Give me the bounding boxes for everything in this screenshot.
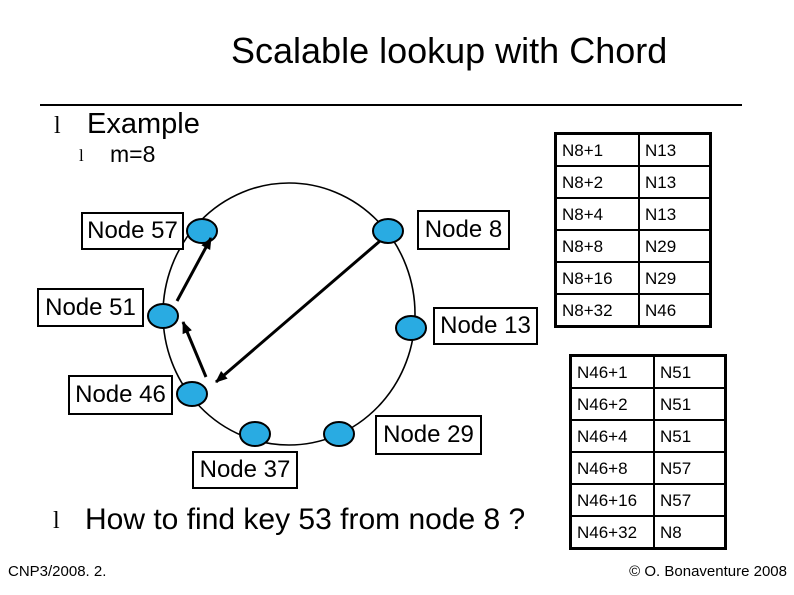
- finger-start-cell: N8+32: [554, 293, 640, 328]
- table-row: N8+16 N29: [554, 261, 712, 295]
- finger-succ-cell: N46: [638, 293, 712, 328]
- node-29-label: Node 29: [375, 415, 482, 455]
- example-heading: Example: [87, 108, 200, 140]
- footer-course-ref: CNP3/2008. 2.: [8, 563, 107, 580]
- finger-start-cell: N8+8: [554, 229, 640, 263]
- footer-copyright: © O. Bonaventure 2008: [629, 563, 787, 580]
- table-row: N46+8 N57: [569, 451, 727, 485]
- node-51-label-text: Node 51: [45, 293, 136, 321]
- table-row: N8+32 N46: [554, 293, 712, 328]
- node-8-label-text: Node 8: [424, 216, 503, 243]
- finger-start-cell: N8+1: [554, 132, 640, 167]
- finger-start-cell: N46+1: [569, 354, 655, 389]
- node-13-label: Node 13: [433, 307, 538, 345]
- finger-table-n8: N8+1 N13 N8+2 N13 N8+4 N13 N8+8 N29 N8+1…: [554, 132, 712, 328]
- bullet-icon: l: [54, 113, 61, 139]
- finger-start-cell: N46+8: [569, 451, 655, 485]
- table-row: N8+1 N13: [554, 132, 712, 167]
- finger-succ-cell: N57: [653, 483, 727, 517]
- finger-table-n46: N46+1 N51 N46+2 N51 N46+4 N51 N46+8 N57 …: [569, 354, 727, 550]
- finger-start-cell: N46+32: [569, 515, 655, 550]
- finger-succ-cell: N13: [638, 132, 712, 167]
- node-37-label-text: Node 37: [199, 456, 291, 483]
- node-51-marker: [147, 303, 179, 329]
- table-row: N8+4 N13: [554, 197, 712, 231]
- title-divider: [40, 104, 742, 106]
- node-46-marker: [176, 381, 208, 407]
- arrow-n51-to-n57: [175, 237, 213, 302]
- bullet-icon: l: [53, 508, 60, 534]
- table-row: N46+1 N51: [569, 354, 727, 389]
- question-text: How to find key 53 from node 8 ?: [85, 503, 526, 536]
- node-57-marker: [186, 218, 218, 244]
- table-row: N46+16 N57: [569, 483, 727, 517]
- arrow-n46-to-n51: [181, 321, 208, 378]
- node-51-label: Node 51: [37, 288, 144, 327]
- finger-succ-cell: N13: [638, 197, 712, 231]
- node-29-marker: [323, 421, 355, 447]
- finger-succ-cell: N51: [653, 419, 727, 453]
- finger-succ-cell: N51: [653, 354, 727, 389]
- finger-succ-cell: N8: [653, 515, 727, 550]
- node-37-label: Node 37: [192, 451, 298, 489]
- node-8-label: Node 8: [417, 210, 510, 250]
- node-57-label: Node 57: [81, 212, 184, 250]
- table-row: N46+4 N51: [569, 419, 727, 453]
- table-row: N46+32 N8: [569, 515, 727, 550]
- finger-start-cell: N46+16: [569, 483, 655, 517]
- bullet-icon: l: [79, 146, 84, 165]
- finger-start-cell: N8+16: [554, 261, 640, 295]
- slide-title: Scalable lookup with Chord: [231, 30, 668, 71]
- finger-start-cell: N46+2: [569, 387, 655, 421]
- node-46-label: Node 46: [68, 375, 173, 415]
- node-46-label-text: Node 46: [75, 381, 166, 408]
- finger-succ-cell: N29: [638, 261, 712, 295]
- node-29-label-text: Node 29: [383, 421, 474, 448]
- node-37-marker: [239, 421, 271, 447]
- node-13-marker: [395, 315, 427, 341]
- finger-succ-cell: N13: [638, 165, 712, 199]
- node-8-marker: [372, 218, 404, 244]
- table-row: N8+2 N13: [554, 165, 712, 199]
- finger-succ-cell: N51: [653, 387, 727, 421]
- finger-start-cell: N46+4: [569, 419, 655, 453]
- finger-start-cell: N8+4: [554, 197, 640, 231]
- node-57-label-text: Node 57: [87, 217, 178, 244]
- finger-succ-cell: N57: [653, 451, 727, 485]
- finger-succ-cell: N29: [638, 229, 712, 263]
- table-row: N46+2 N51: [569, 387, 727, 421]
- table-row: N8+8 N29: [554, 229, 712, 263]
- node-13-label-text: Node 13: [440, 312, 531, 339]
- m-value-text: m=8: [110, 141, 156, 167]
- arrow-n8-to-n46: [215, 239, 381, 384]
- finger-start-cell: N8+2: [554, 165, 640, 199]
